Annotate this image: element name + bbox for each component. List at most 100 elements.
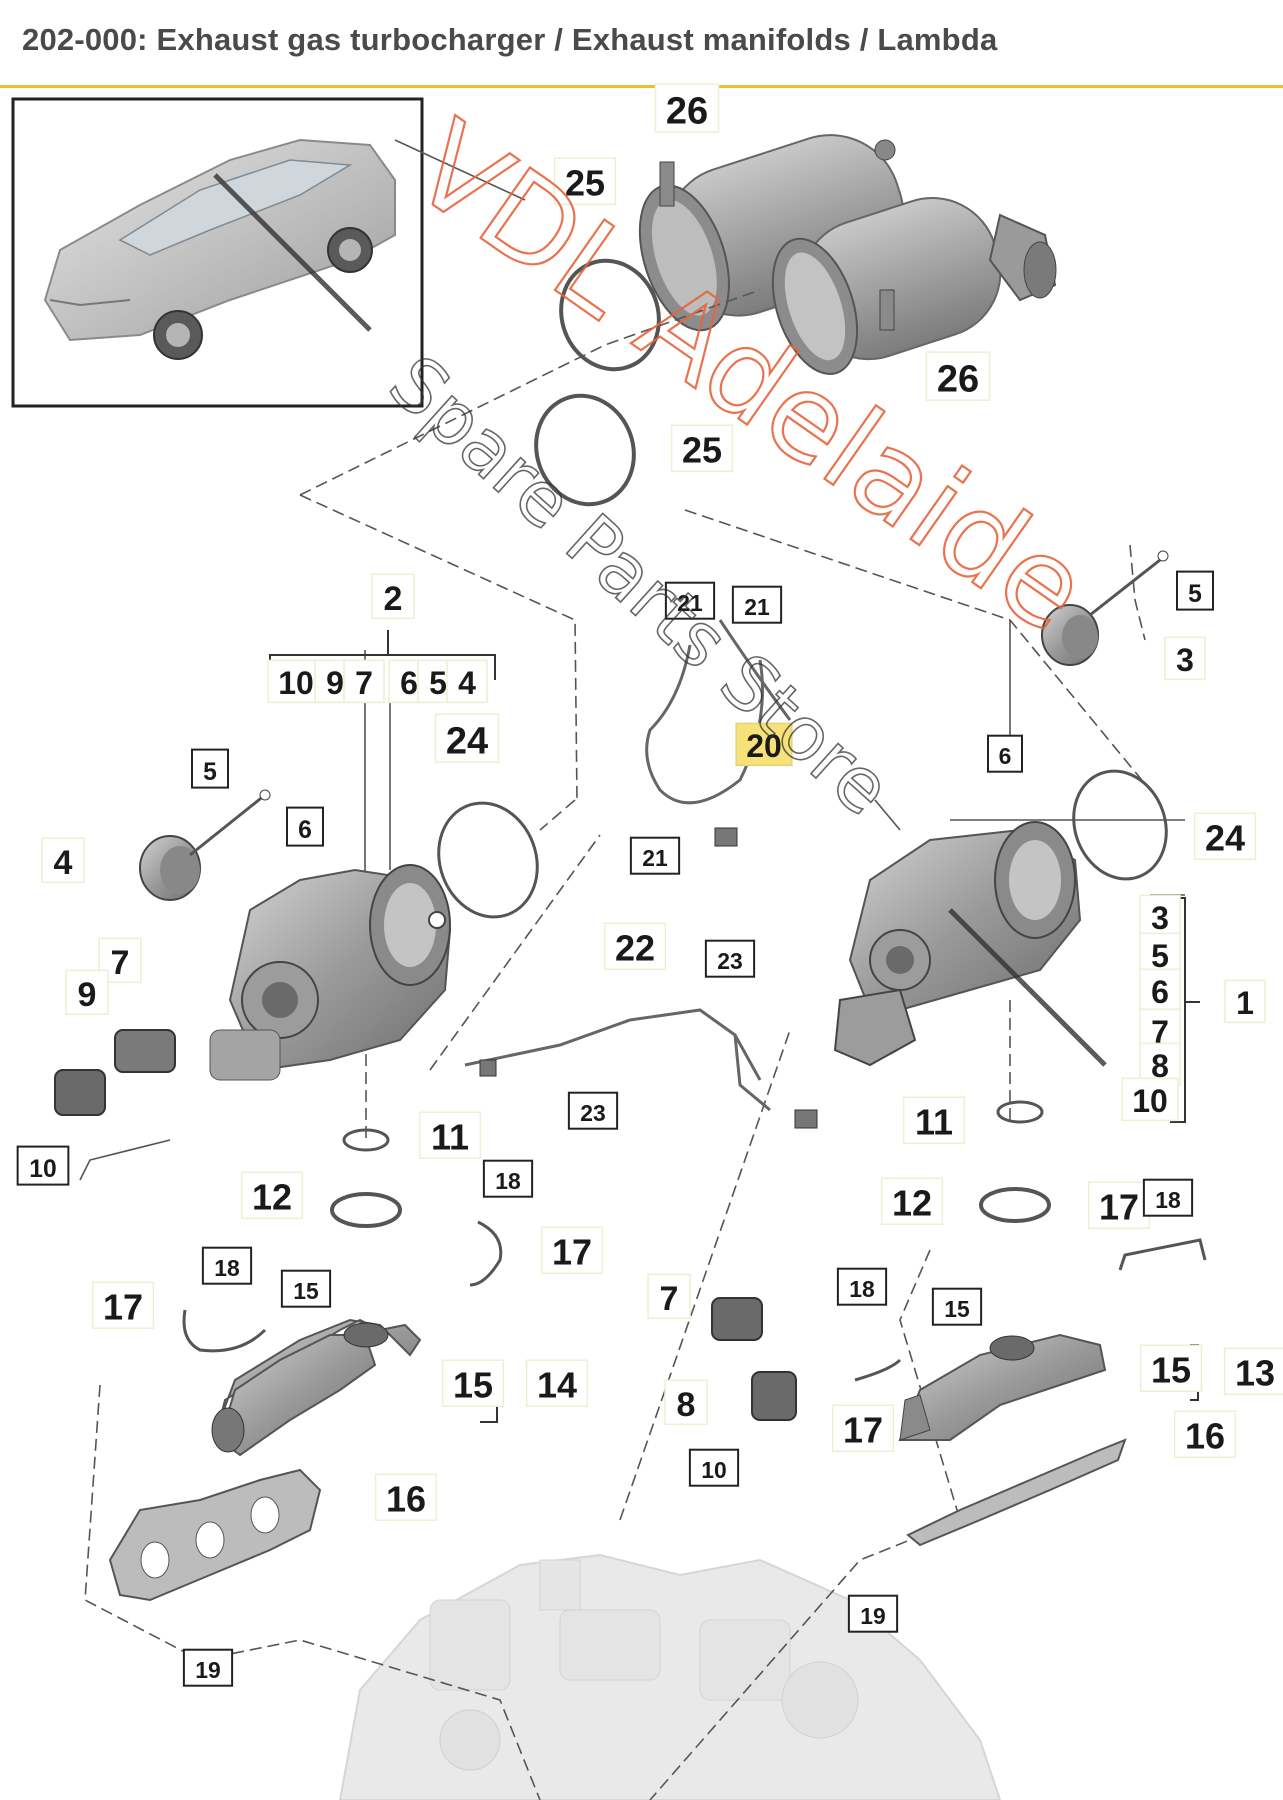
callout-21: 21 xyxy=(629,836,681,875)
callout-box xyxy=(434,713,500,763)
callout-17: 17 xyxy=(91,1281,155,1329)
callout-number: 21 xyxy=(642,845,668,871)
left-seal-ring xyxy=(342,1128,390,1152)
callout-number: 10 xyxy=(278,665,314,701)
right-manifold-gasket xyxy=(906,1438,1127,1547)
callout-11: 11 xyxy=(902,1096,966,1144)
callout-box xyxy=(735,722,793,767)
callout-24: 24 xyxy=(1193,812,1257,860)
callout-number: 12 xyxy=(252,1177,292,1218)
callout-10: 10 xyxy=(688,1448,740,1487)
callout-5: 5 xyxy=(1139,932,1181,977)
right-gasket-ring xyxy=(1072,769,1168,881)
callout-number: 10 xyxy=(29,1156,56,1183)
callout-11: 11 xyxy=(418,1111,482,1159)
callout-number: 24 xyxy=(446,720,488,762)
callout-number: 21 xyxy=(677,590,703,616)
callout-number: 11 xyxy=(915,1102,953,1143)
callout-box xyxy=(286,806,324,847)
callout-box xyxy=(1176,570,1214,611)
lambda-sensor-wiring xyxy=(464,619,792,1112)
callout-number: 9 xyxy=(78,976,97,1014)
callout-number: 15 xyxy=(453,1365,493,1406)
callout-number: 3 xyxy=(1176,642,1194,678)
callout-18: 18 xyxy=(482,1159,534,1198)
callout-number: 12 xyxy=(892,1183,932,1224)
callout-box xyxy=(1087,1181,1151,1229)
callout-number: 5 xyxy=(1151,938,1169,974)
callout-16: 16 xyxy=(1173,1410,1237,1458)
callout-6: 6 xyxy=(286,806,324,847)
callout-box xyxy=(1139,894,1181,939)
callout-23: 23 xyxy=(704,939,756,978)
left-turbocharger xyxy=(209,864,452,1081)
callout-box xyxy=(664,1379,708,1426)
callout-3: 3 xyxy=(1164,636,1206,681)
callout-number: 19 xyxy=(195,1657,220,1683)
callout-15: 15 xyxy=(441,1359,505,1407)
callout-number: 17 xyxy=(1099,1187,1139,1228)
callout-number: 18 xyxy=(849,1276,875,1302)
callout-number: 26 xyxy=(937,358,979,400)
callout-12: 12 xyxy=(880,1177,944,1225)
callout-6: 6 xyxy=(987,734,1023,773)
callout-box xyxy=(654,83,720,133)
callout-number: 6 xyxy=(999,743,1012,769)
left-gasket-ring xyxy=(437,801,539,919)
callout-box xyxy=(664,581,716,620)
callout-number: 7 xyxy=(111,944,130,982)
callout-number: 16 xyxy=(1185,1416,1225,1457)
callout-box xyxy=(880,1177,944,1225)
callout-24: 24 xyxy=(434,713,500,763)
callout-22: 22 xyxy=(603,922,667,970)
callout-17: 17 xyxy=(831,1404,895,1452)
callout-number: 17 xyxy=(843,1410,883,1451)
callout-number: 24 xyxy=(1205,818,1245,859)
callout-box xyxy=(629,836,681,875)
callout-9: 9 xyxy=(65,969,109,1016)
callout-19: 19 xyxy=(182,1648,234,1687)
callout-number: 15 xyxy=(293,1278,319,1304)
callout-box xyxy=(280,1269,332,1308)
callout-18: 18 xyxy=(836,1267,888,1306)
callout-box xyxy=(1173,1410,1237,1458)
callout-1: 1 xyxy=(1224,979,1266,1024)
page-title: 202-000: Exhaust gas turbocharger / Exha… xyxy=(22,22,998,57)
callout-2: 2 xyxy=(371,573,415,620)
callout-number: 14 xyxy=(537,1365,577,1406)
callout-box xyxy=(371,573,415,620)
callout-5: 5 xyxy=(191,748,229,789)
callout-number: 22 xyxy=(615,928,655,969)
callout-number: 15 xyxy=(944,1296,970,1322)
callout-number: 25 xyxy=(682,430,722,471)
callout-number: 21 xyxy=(744,594,770,620)
callout-box xyxy=(1139,968,1181,1013)
callout-box xyxy=(191,748,229,789)
callout-box xyxy=(482,1159,534,1198)
callout-26: 26 xyxy=(925,351,991,401)
callout-box xyxy=(1121,1077,1179,1122)
callout-number: 6 xyxy=(298,817,312,844)
callout-number: 10 xyxy=(701,1457,726,1483)
callout-box xyxy=(91,1281,155,1329)
callout-13: 13 xyxy=(1223,1347,1283,1395)
callout-8: 8 xyxy=(664,1379,708,1426)
callout-number: 17 xyxy=(552,1232,592,1273)
vehicle-thumbnail xyxy=(11,97,424,408)
callout-number: 5 xyxy=(203,759,217,786)
callout-box xyxy=(240,1171,304,1219)
callout-15: 15 xyxy=(280,1269,332,1308)
callout-number: 1 xyxy=(1236,985,1254,1021)
lambda-connectors xyxy=(479,827,818,1129)
callout-box xyxy=(1139,932,1181,977)
callout-7: 7 xyxy=(98,937,142,984)
callout-15: 15 xyxy=(1139,1344,1203,1392)
callout-20: 20 xyxy=(735,722,793,767)
callout-17: 17 xyxy=(540,1226,604,1274)
callout-14: 14 xyxy=(525,1359,589,1407)
right-solenoid-valves xyxy=(711,1297,797,1421)
callout-number: 6 xyxy=(400,665,418,701)
callout-5: 5 xyxy=(1176,570,1214,611)
callout-number: 26 xyxy=(666,90,708,132)
callout-number: 19 xyxy=(860,1603,885,1629)
